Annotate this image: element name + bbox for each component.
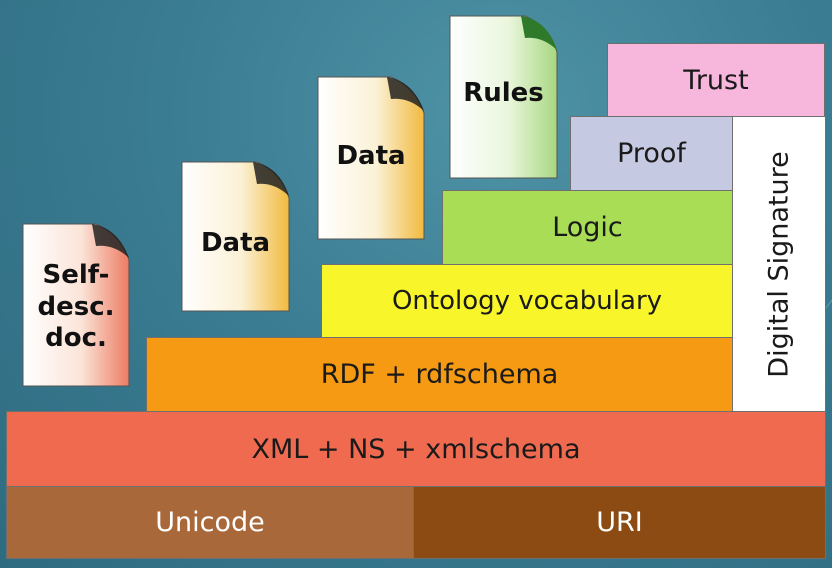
layer-proof: Proof (570, 116, 733, 191)
layer-uri-label: URI (596, 507, 643, 538)
self-desc-line-3: doc. (45, 323, 107, 354)
layer-uri: URI (413, 486, 826, 559)
layer-proof-label: Proof (617, 138, 686, 169)
data-2-label: Data (336, 141, 406, 171)
layer-xml-label: XML + NS + xmlschema (251, 433, 581, 465)
layer-trust: Trust (607, 43, 825, 117)
layer-logic-label: Logic (552, 212, 623, 243)
document-rules: Rules (449, 14, 558, 179)
layer-rdf-label: RDF + rdfschema (320, 359, 559, 390)
document-data-2: Data (317, 75, 425, 240)
self-desc-line-1: Self- (42, 260, 110, 290)
document-data-1: Data (181, 160, 290, 312)
layer-digital-signature-label: Digital Signature (763, 150, 795, 378)
layer-xml: XML + NS + xmlschema (6, 411, 826, 487)
layer-ontology: Ontology vocabulary (321, 264, 733, 338)
layer-trust-label: Trust (683, 64, 749, 96)
data-1-label: Data (200, 228, 271, 258)
rules-label: Rules (463, 78, 544, 108)
document-page-icon (449, 15, 558, 179)
document-self-desc: Self- desc. doc. (22, 222, 130, 387)
document-page-icon (181, 161, 290, 312)
layer-unicode: Unicode (6, 486, 414, 559)
layer-rdf: RDF + rdfschema (146, 337, 733, 412)
layer-digital-signature: Digital Signature (732, 116, 826, 412)
layer-ontology-label: Ontology vocabulary (391, 286, 663, 316)
layer-logic: Logic (442, 190, 733, 265)
self-desc-line-2: desc. (37, 291, 115, 322)
document-page-icon (22, 223, 130, 387)
layer-unicode-label: Unicode (155, 507, 265, 538)
document-page-icon (317, 76, 425, 240)
